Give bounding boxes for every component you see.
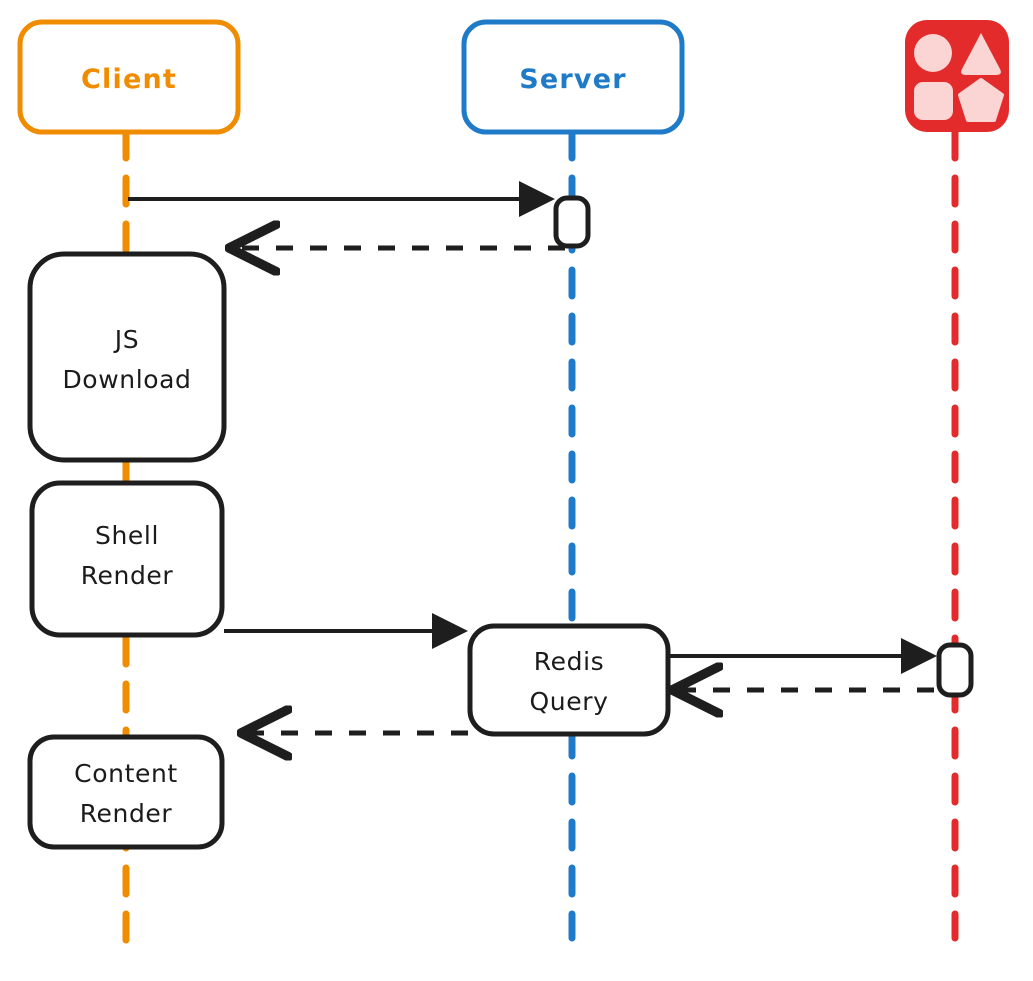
participant-client[interactable]: Client <box>17 19 241 135</box>
redis-query-label-line-1: Redis <box>534 647 604 676</box>
shell-render-label-line-2: Render <box>81 561 174 590</box>
pentagon-icon <box>958 78 1004 122</box>
participant-server[interactable]: Server <box>461 19 685 135</box>
js-download-label-line-1: JS <box>113 325 139 354</box>
shell-render-label-line-1: Shell <box>95 521 159 550</box>
participant-redis[interactable] <box>905 20 1009 132</box>
js-download-box[interactable] <box>27 251 227 463</box>
server-label: Server <box>519 64 627 95</box>
triangle-icon <box>961 33 1001 75</box>
messages-group <box>128 181 937 733</box>
content-render-label-line-2: Render <box>80 799 173 828</box>
activation-bars-group <box>553 195 974 698</box>
content-render-box[interactable] <box>27 734 225 850</box>
redis-query-label-line-2: Query <box>530 687 609 716</box>
server-activation-bar <box>553 195 591 249</box>
redis-query-box[interactable] <box>467 623 671 737</box>
js-download-label-line-2: Download <box>62 365 191 394</box>
redis-activation-bar <box>936 642 974 698</box>
lifelines-group <box>122 128 959 956</box>
server-header-box[interactable] <box>461 19 685 135</box>
circle-icon <box>914 34 952 72</box>
activity-node-shell-render[interactable]: Shell Render <box>29 480 225 638</box>
rounded-square-icon <box>914 82 953 120</box>
activity-node-js-download[interactable]: JS Download <box>27 251 227 463</box>
client-label: Client <box>81 64 177 95</box>
content-render-label-line-1: Content <box>74 759 178 788</box>
client-header-box[interactable] <box>17 19 241 135</box>
redis-icon-shapes <box>914 33 1004 122</box>
shell-render-box[interactable] <box>29 480 225 638</box>
activity-node-redis-query[interactable]: Redis Query <box>467 623 671 737</box>
activity-node-content-render[interactable]: Content Render <box>27 734 225 850</box>
